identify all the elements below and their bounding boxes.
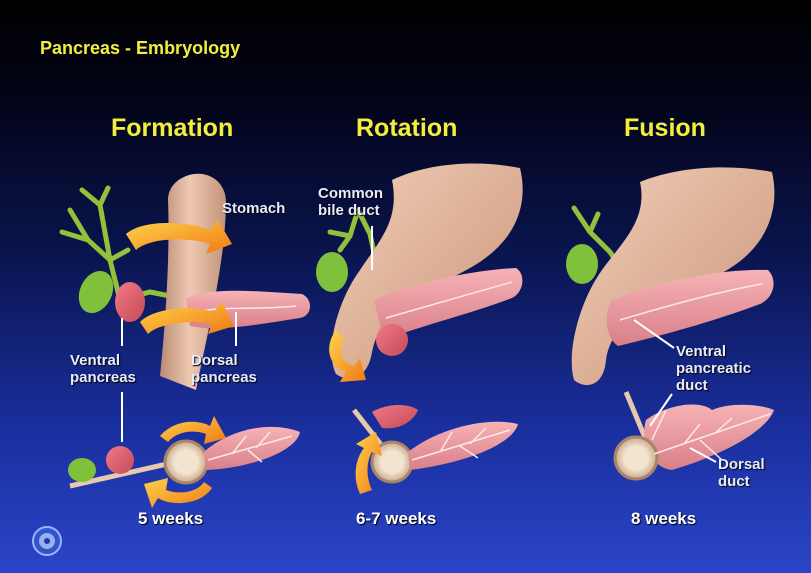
rotation-lower-diagram <box>354 405 518 494</box>
rotation-arrow-top <box>160 416 226 444</box>
label-ventral-pancreas: Ventral pancreas <box>70 352 136 386</box>
duodenum-fusion <box>615 437 657 479</box>
duodenum-cross-section <box>165 441 207 483</box>
ventral-pancreas-rotation <box>376 324 408 356</box>
ventral-bud-rotated <box>372 405 418 428</box>
gallbladder-fusion <box>566 244 598 284</box>
label-stomach: Stomach <box>222 200 285 217</box>
stage-fusion-weeks: 8 weeks <box>631 509 696 529</box>
gallbladder-rotation <box>316 252 348 292</box>
stage-formation-weeks: 5 weeks <box>138 509 203 529</box>
ventral-bud-small <box>106 446 134 474</box>
heading-rotation: Rotation <box>356 114 457 143</box>
label-ventral-pancreatic-duct: Ventral pancreatic duct <box>676 343 751 394</box>
slide-title: Pancreas - Embryology <box>40 38 240 59</box>
dorsal-pancreas-rotation-small <box>408 422 518 470</box>
label-common-bile-duct: Common bile duct <box>318 185 383 219</box>
heading-formation: Formation <box>111 114 233 143</box>
heading-fusion: Fusion <box>624 114 706 143</box>
ventral-pancreas-bud <box>115 282 145 322</box>
bile-duct-branches <box>62 188 170 300</box>
label-dorsal-pancreas: Dorsal pancreas <box>191 352 257 386</box>
stage-rotation-weeks: 6-7 weeks <box>356 509 436 529</box>
medical-logo-icon <box>33 527 61 555</box>
gallbladder-small <box>68 458 96 482</box>
formation-lower-diagram <box>68 392 300 508</box>
label-dorsal-duct: Dorsal duct <box>718 456 765 490</box>
